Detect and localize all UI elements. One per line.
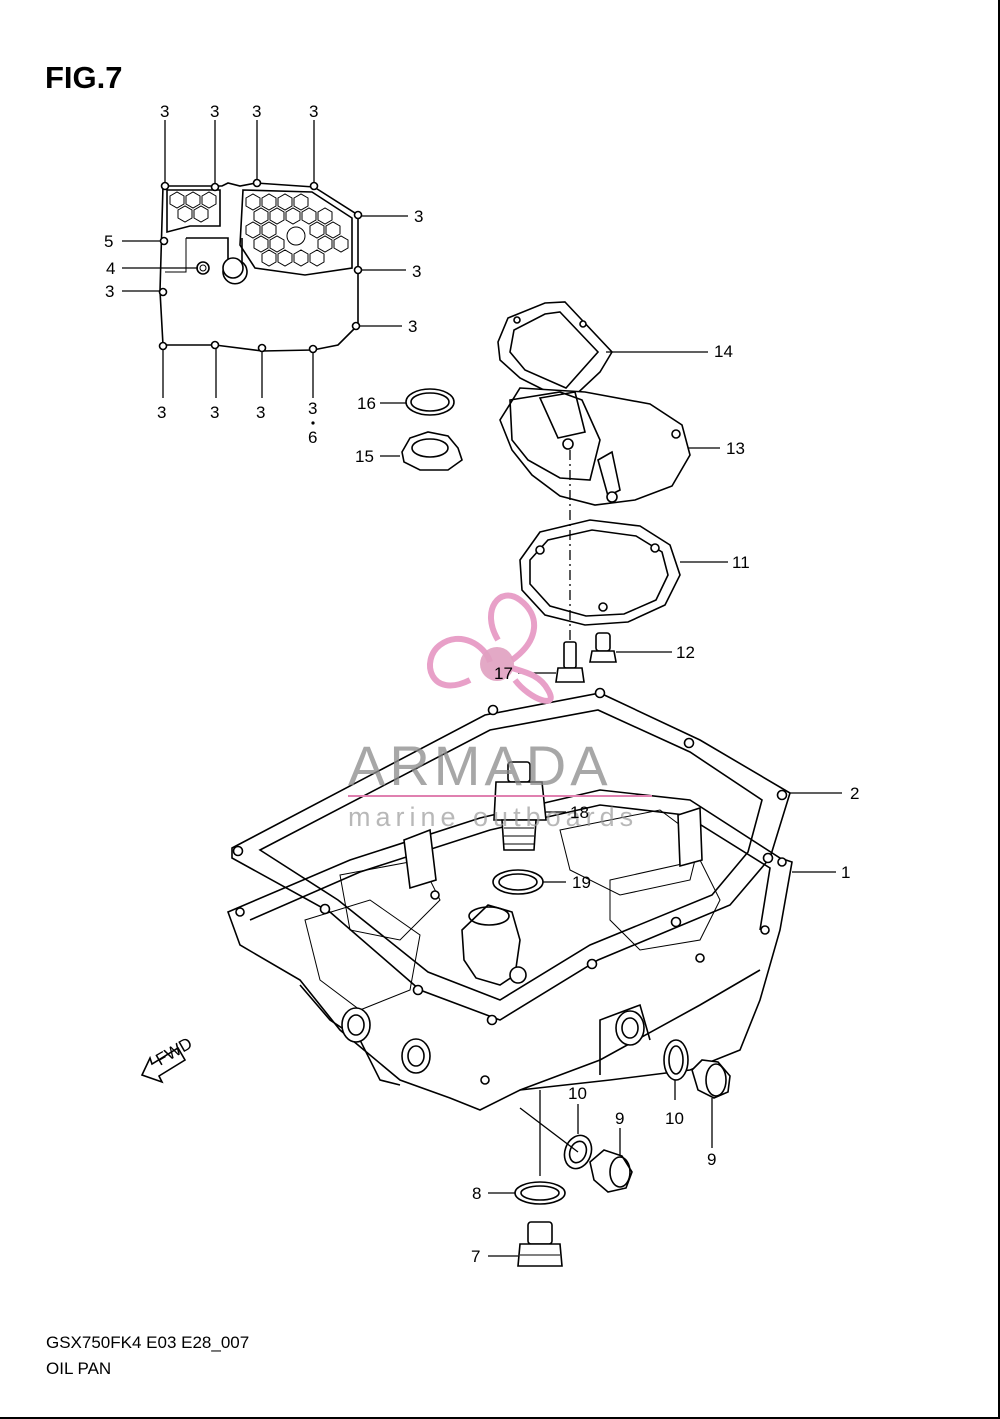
plug-9-left <box>589 1128 633 1193</box>
oil-pan-gasket-11 <box>519 519 728 626</box>
callout-7: 7 <box>471 1247 480 1266</box>
watermark-tagline: marine outboards <box>348 802 638 832</box>
callout-10-left: 10 <box>568 1084 587 1103</box>
oil-pressure-switch-18 <box>493 761 566 851</box>
callout-13: 13 <box>726 439 745 458</box>
model-code: GSX750FK4 E03 E28_007 <box>46 1333 250 1352</box>
callout-3-top-3: 3 <box>252 102 261 121</box>
callout-15: 15 <box>355 447 374 466</box>
oil-pan-cover-gasket-14 <box>497 301 708 403</box>
callout-9-right: 9 <box>707 1150 716 1169</box>
callout-3-bottom-3: 3 <box>256 403 265 422</box>
callout-3-bottom-2: 3 <box>210 403 219 422</box>
callout-10-right: 10 <box>665 1109 684 1128</box>
figure-title: FIG.7 <box>45 60 123 95</box>
o-ring-8 <box>488 1181 566 1205</box>
callout-separator-dot <box>311 421 315 425</box>
gasket-10-right <box>663 1039 689 1100</box>
callout-18: 18 <box>570 803 589 822</box>
o-ring-16 <box>380 388 455 416</box>
callout-3-right-3: 3 <box>408 317 417 336</box>
callout-12: 12 <box>676 643 695 662</box>
callout-17: 17 <box>494 664 513 683</box>
callout-6: 6 <box>308 428 317 447</box>
bolt-17 <box>518 641 585 683</box>
callout-3-right-2: 3 <box>412 262 421 281</box>
frame-border-bottom <box>0 1417 1000 1419</box>
callout-19: 19 <box>572 873 591 892</box>
callout-1: 1 <box>841 863 850 882</box>
callout-3-right-1: 3 <box>414 207 423 226</box>
oil-pan-1 <box>226 789 836 1111</box>
arrow-fwd-icon: FWD <box>140 1034 196 1084</box>
callout-3-top-4: 3 <box>309 102 318 121</box>
callout-labels: 3 3 3 3 3 3 3 5 4 3 3 3 3 3 6 14 16 15 1… <box>104 102 859 1266</box>
propeller-logo-icon <box>427 592 554 704</box>
frame-border-right <box>998 0 1000 1419</box>
drain-plug-7 <box>488 1221 563 1267</box>
callout-3-top-1: 3 <box>160 102 169 121</box>
callout-5: 5 <box>104 232 113 251</box>
callout-3-left: 3 <box>105 282 114 301</box>
callout-9-left: 9 <box>615 1109 624 1128</box>
callout-3-top-2: 3 <box>210 102 219 121</box>
grommet-15 <box>380 431 463 471</box>
callout-3-bottom-4: 3 <box>308 399 317 418</box>
callout-16: 16 <box>357 394 376 413</box>
plug-9-right <box>691 1059 731 1148</box>
watermark-brand: ARMADA <box>348 734 612 797</box>
callout-3-bottom-1: 3 <box>157 403 166 422</box>
callout-11: 11 <box>732 553 750 572</box>
callout-2: 2 <box>850 784 859 803</box>
o-ring-19 <box>492 869 566 895</box>
bolt-12 <box>589 632 672 663</box>
armada-watermark: ARMADA marine outboards <box>348 592 652 832</box>
section-name: OIL PAN <box>46 1359 112 1378</box>
callout-4: 4 <box>106 259 115 278</box>
callout-8: 8 <box>472 1184 481 1203</box>
callout-14: 14 <box>714 342 733 361</box>
oil-pan-cover-13 <box>499 387 720 506</box>
gasket-detail <box>122 120 408 398</box>
